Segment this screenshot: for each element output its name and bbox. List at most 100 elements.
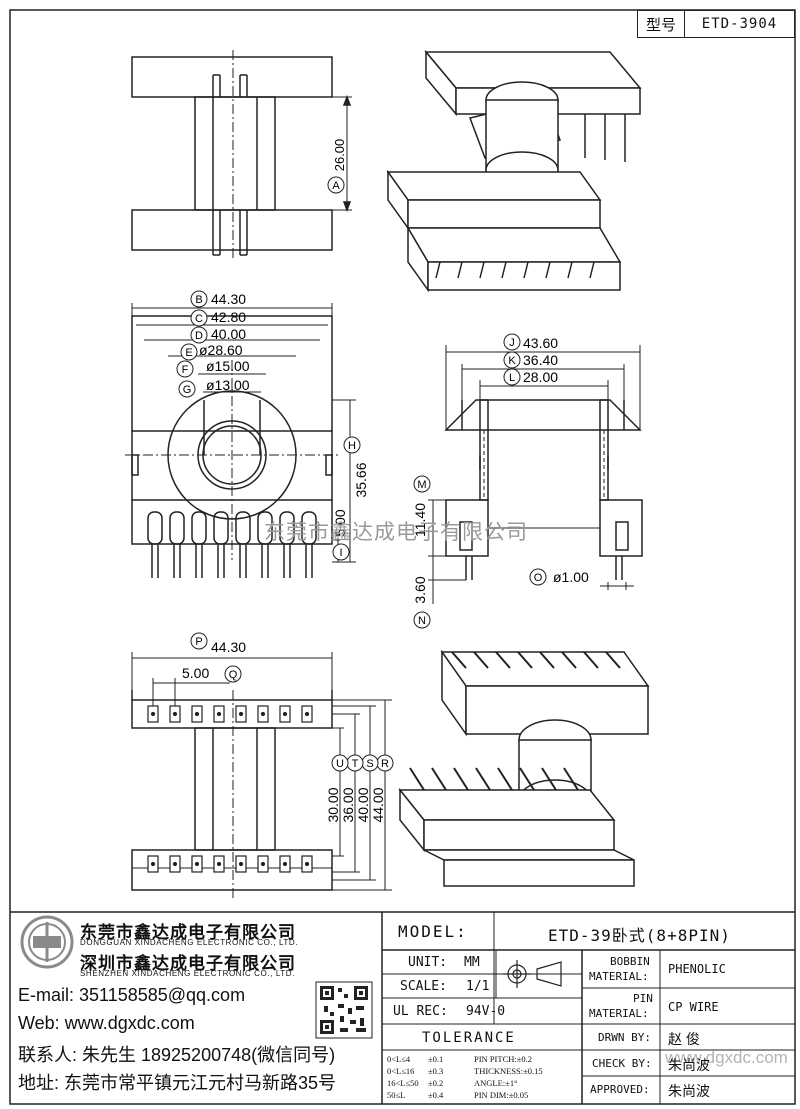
dim-p-marker bbox=[190, 632, 208, 650]
dim-d-marker bbox=[190, 326, 208, 344]
bottom-view-pins bbox=[147, 705, 313, 873]
model-box: 型号 ETD-3904 bbox=[637, 10, 795, 38]
unit-label: UNIT: bbox=[408, 955, 448, 970]
tol-value-1: ±0.3 bbox=[428, 1066, 444, 1076]
scale-label: SCALE: bbox=[400, 979, 447, 994]
dim-u-value: 30.00 bbox=[325, 787, 341, 822]
dim-e-marker bbox=[180, 343, 198, 361]
dim-s-letter: S bbox=[366, 758, 373, 770]
tol-range-3: 50≤L bbox=[387, 1090, 406, 1100]
dim-r-letter: R bbox=[381, 758, 389, 770]
dim-p-letter: P bbox=[195, 636, 202, 648]
qr-code bbox=[315, 981, 373, 1039]
dim-q-value: 5.00 bbox=[182, 665, 209, 681]
dim-n-marker bbox=[413, 611, 431, 629]
dim-h-letter: H bbox=[348, 440, 356, 452]
pin-note-1: THICKNESS:±0.15 bbox=[474, 1066, 543, 1076]
pin-note-2: ANGLE:±1° bbox=[474, 1078, 518, 1088]
dim-q-letter: Q bbox=[229, 669, 238, 681]
pin-note-3: PIN DIM:±0.05 bbox=[474, 1090, 529, 1100]
dim-m-letter: M bbox=[417, 479, 426, 491]
isometric-view-bottom bbox=[398, 649, 650, 887]
dim-e-letter: E bbox=[185, 347, 192, 359]
ulrec-label: UL REC: bbox=[393, 1004, 448, 1019]
dim-o-marker bbox=[529, 568, 547, 586]
dim-a-letter: A bbox=[332, 180, 340, 192]
dim-m-value: 11.40 bbox=[412, 503, 428, 537]
dim-s-value: 40.00 bbox=[355, 787, 371, 822]
dim-f-letter: F bbox=[182, 364, 189, 376]
dim-k-letter: K bbox=[508, 355, 516, 367]
dim-q-marker bbox=[224, 665, 242, 683]
model-value: ETD-39卧式(8+8PIN) bbox=[548, 926, 731, 945]
drwn-label: DRWN BY: bbox=[598, 1031, 651, 1044]
contact-email: E-mail: 351158585@qq.com bbox=[18, 985, 246, 1005]
watermark-text: 东莞市鑫达成电子有限公司 bbox=[264, 521, 528, 544]
dim-u-marker bbox=[331, 754, 349, 772]
model-box-value: ETD-3904 bbox=[701, 16, 778, 32]
dim-p-value: 44.30 bbox=[211, 639, 246, 655]
dim-f-value: ø15.00 bbox=[206, 358, 250, 374]
dim-n-value: 3.60 bbox=[412, 576, 428, 603]
pin-label-1: PIN bbox=[633, 992, 653, 1005]
tol-range-0: 0<L≤4 bbox=[387, 1054, 411, 1064]
dim-d-value: 40.00 bbox=[211, 326, 246, 342]
dim-n-letter: N bbox=[418, 615, 426, 627]
side-view bbox=[131, 50, 352, 258]
dim-u-letter: U bbox=[336, 758, 344, 770]
pin-note-0: PIN PITCH:±0.2 bbox=[474, 1054, 533, 1064]
right-side-view bbox=[444, 399, 643, 580]
tol-value-3: ±0.4 bbox=[428, 1090, 444, 1100]
isometric-top-pins bbox=[435, 114, 626, 279]
contact-web: Web: www.dgxdc.com bbox=[18, 1013, 195, 1033]
dim-b-value: 44.30 bbox=[211, 291, 246, 307]
dim-o-letter: O bbox=[534, 572, 543, 584]
title-block-lines bbox=[10, 911, 795, 1104]
dim-r-value: 44.00 bbox=[370, 787, 386, 822]
company-name-2: 深圳市鑫达成电子有限公司 bbox=[80, 954, 296, 973]
approved-label: APPROVED: bbox=[590, 1083, 650, 1096]
pin-label-2: MATERIAL: bbox=[589, 1007, 649, 1020]
dim-k-marker bbox=[503, 351, 521, 369]
front-view bbox=[125, 315, 340, 578]
dim-m-marker bbox=[413, 475, 431, 493]
dim-e-value: ø28.60 bbox=[199, 342, 243, 358]
dim-g-marker bbox=[178, 380, 196, 398]
ulrec-value: 94V-0 bbox=[466, 1004, 506, 1019]
bottom-view-dims bbox=[131, 652, 392, 891]
dim-j-marker bbox=[503, 333, 521, 351]
tol-value-0: ±0.1 bbox=[428, 1054, 444, 1064]
dim-h-value: 35.66 bbox=[353, 462, 369, 497]
outer-frame bbox=[9, 9, 796, 1105]
approved-value: 朱尚波 bbox=[668, 1083, 710, 1099]
scale-value: 1/1 bbox=[466, 979, 490, 994]
dim-b-letter: B bbox=[195, 294, 202, 306]
dim-i-value: 5.00 bbox=[332, 509, 348, 536]
bobbin-value: PHENOLIC bbox=[668, 962, 726, 976]
model-box-label: 型号 bbox=[638, 11, 685, 37]
right-side-dims bbox=[428, 345, 641, 604]
dim-f-marker bbox=[176, 360, 194, 378]
dim-g-value: ø13.00 bbox=[206, 377, 250, 393]
watermark-url: www.dgxdc.com bbox=[665, 1048, 788, 1067]
contact-address: 地址: 东莞市常平镇元江元村马新路35号 bbox=[18, 1073, 337, 1093]
dim-l-letter: L bbox=[509, 372, 515, 384]
company-name-1: 东莞市鑫达成电子有限公司 bbox=[80, 923, 296, 942]
dim-c-value: 42.80 bbox=[211, 309, 246, 325]
dim-g-letter: G bbox=[183, 384, 192, 396]
dim-i-marker bbox=[332, 543, 350, 561]
dim-h-marker bbox=[343, 436, 361, 454]
dim-o-value: ø1.00 bbox=[553, 569, 589, 585]
dim-j-value: 43.60 bbox=[523, 335, 558, 351]
tol-range-2: 16<L≤50 bbox=[387, 1078, 419, 1088]
tol-range-1: 0<L≤16 bbox=[387, 1066, 415, 1076]
dim-j-letter: J bbox=[509, 337, 515, 349]
dim-c-letter: C bbox=[195, 313, 203, 325]
dim-c-marker bbox=[190, 309, 208, 327]
drwn-value: 赵 俊 bbox=[668, 1031, 700, 1047]
unit-value: MM bbox=[464, 955, 480, 970]
check-label: CHECK BY: bbox=[592, 1057, 652, 1070]
dim-l-value: 28.00 bbox=[523, 369, 558, 385]
tolerance-label: TOLERANCE bbox=[422, 1030, 516, 1046]
